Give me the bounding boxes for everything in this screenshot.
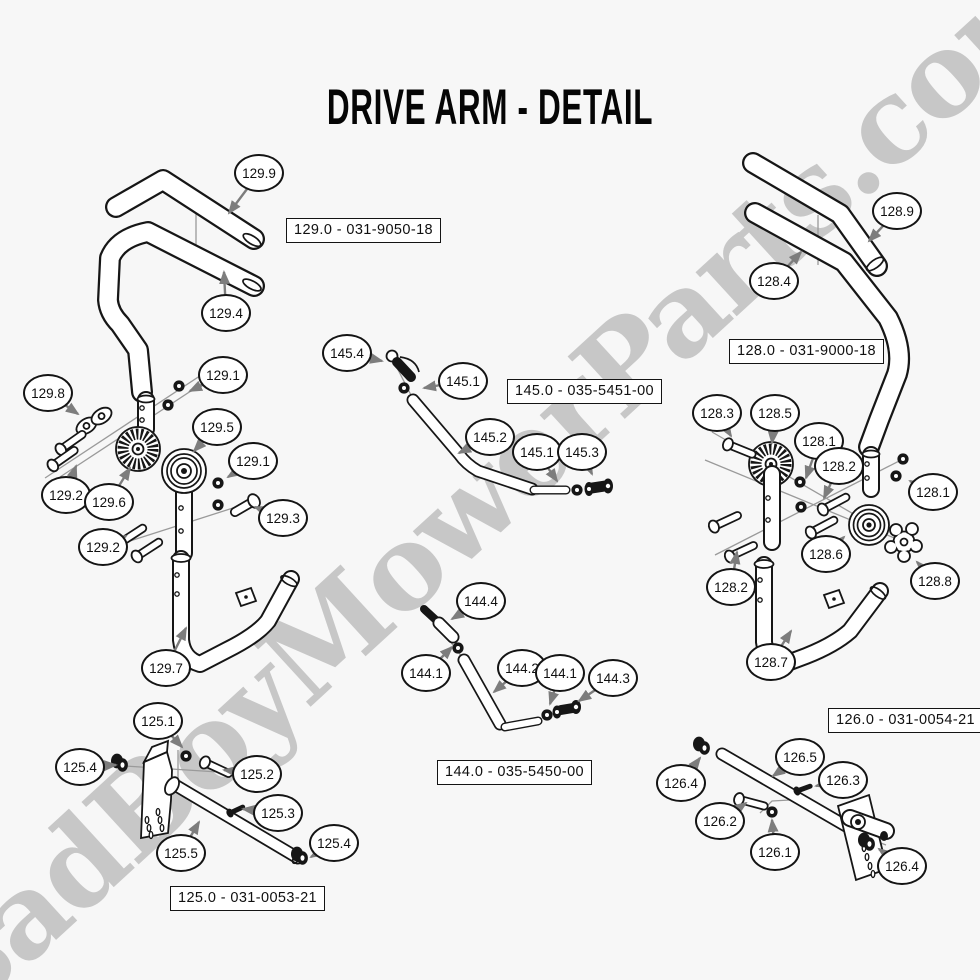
callout-129.1-a: 129.1 (198, 356, 248, 394)
callout-126.2: 126.2 (695, 802, 745, 840)
assembly-128-art (707, 163, 923, 665)
callout-129.6: 129.6 (84, 483, 134, 521)
callout-126.4-a: 126.4 (656, 764, 706, 802)
part-number-box-144: 144.0 - 035-5450-00 (437, 760, 593, 785)
part-number-box-128: 128.0 - 031-9000-18 (729, 339, 885, 364)
callout-128.7: 128.7 (746, 643, 796, 681)
callout-144.3: 144.3 (588, 659, 638, 697)
callout-128.1-b: 128.1 (908, 473, 958, 511)
callout-145.1-a: 145.1 (438, 362, 488, 400)
callout-129.2-a: 129.2 (41, 476, 91, 514)
callout-144.1-b: 144.1 (535, 654, 585, 692)
assembly-145-art (385, 349, 613, 496)
callout-145.2: 145.2 (465, 418, 515, 456)
callout-128.5: 128.5 (750, 394, 800, 432)
assembly-144-art (420, 605, 581, 727)
callout-129.2-b: 129.2 (78, 528, 128, 566)
callout-125.5: 125.5 (156, 834, 206, 872)
callout-129.4: 129.4 (201, 294, 251, 332)
part-number-box-129: 129.0 - 031-9050-18 (286, 218, 442, 243)
callout-129.5: 129.5 (192, 408, 242, 446)
callout-128.6: 128.6 (801, 535, 851, 573)
callout-125.4-a: 125.4 (55, 748, 105, 786)
part-number-box-126: 126.0 - 031-0054-21 (828, 708, 980, 733)
callout-126.4-b: 126.4 (877, 847, 927, 885)
callout-126.3: 126.3 (818, 761, 868, 799)
callout-128.8: 128.8 (910, 562, 960, 600)
callout-125.2: 125.2 (232, 755, 282, 793)
callout-126.5: 126.5 (775, 738, 825, 776)
callout-129.1-b: 129.1 (228, 442, 278, 480)
part-number-box-145: 145.0 - 035-5451-00 (507, 379, 663, 404)
callout-128.2-b: 128.2 (706, 568, 756, 606)
part-number-box-125: 125.0 - 031-0053-21 (170, 886, 326, 911)
callout-128.4: 128.4 (749, 262, 799, 300)
callout-145.4: 145.4 (322, 334, 372, 372)
callout-129.3: 129.3 (258, 499, 308, 537)
callout-128.2-a: 128.2 (814, 447, 864, 485)
callout-144.4: 144.4 (456, 582, 506, 620)
callout-125.1: 125.1 (133, 702, 183, 740)
callout-126.1: 126.1 (750, 833, 800, 871)
assembly-129-art (45, 180, 298, 664)
callout-125.4-b: 125.4 (309, 824, 359, 862)
callout-144.1-a: 144.1 (401, 654, 451, 692)
callout-128.3: 128.3 (692, 394, 742, 432)
callout-129.8: 129.8 (23, 374, 73, 412)
page-title: DRIVE ARM - DETAIL (326, 79, 654, 135)
assembly-125-art (111, 739, 308, 865)
callout-129.9: 129.9 (234, 154, 284, 192)
assembly-126-art (693, 736, 895, 882)
callout-129.7: 129.7 (141, 649, 191, 687)
callout-125.3: 125.3 (253, 794, 303, 832)
callout-145.1-b: 145.1 (512, 433, 562, 471)
callout-128.9: 128.9 (872, 192, 922, 230)
callout-145.3: 145.3 (557, 433, 607, 471)
